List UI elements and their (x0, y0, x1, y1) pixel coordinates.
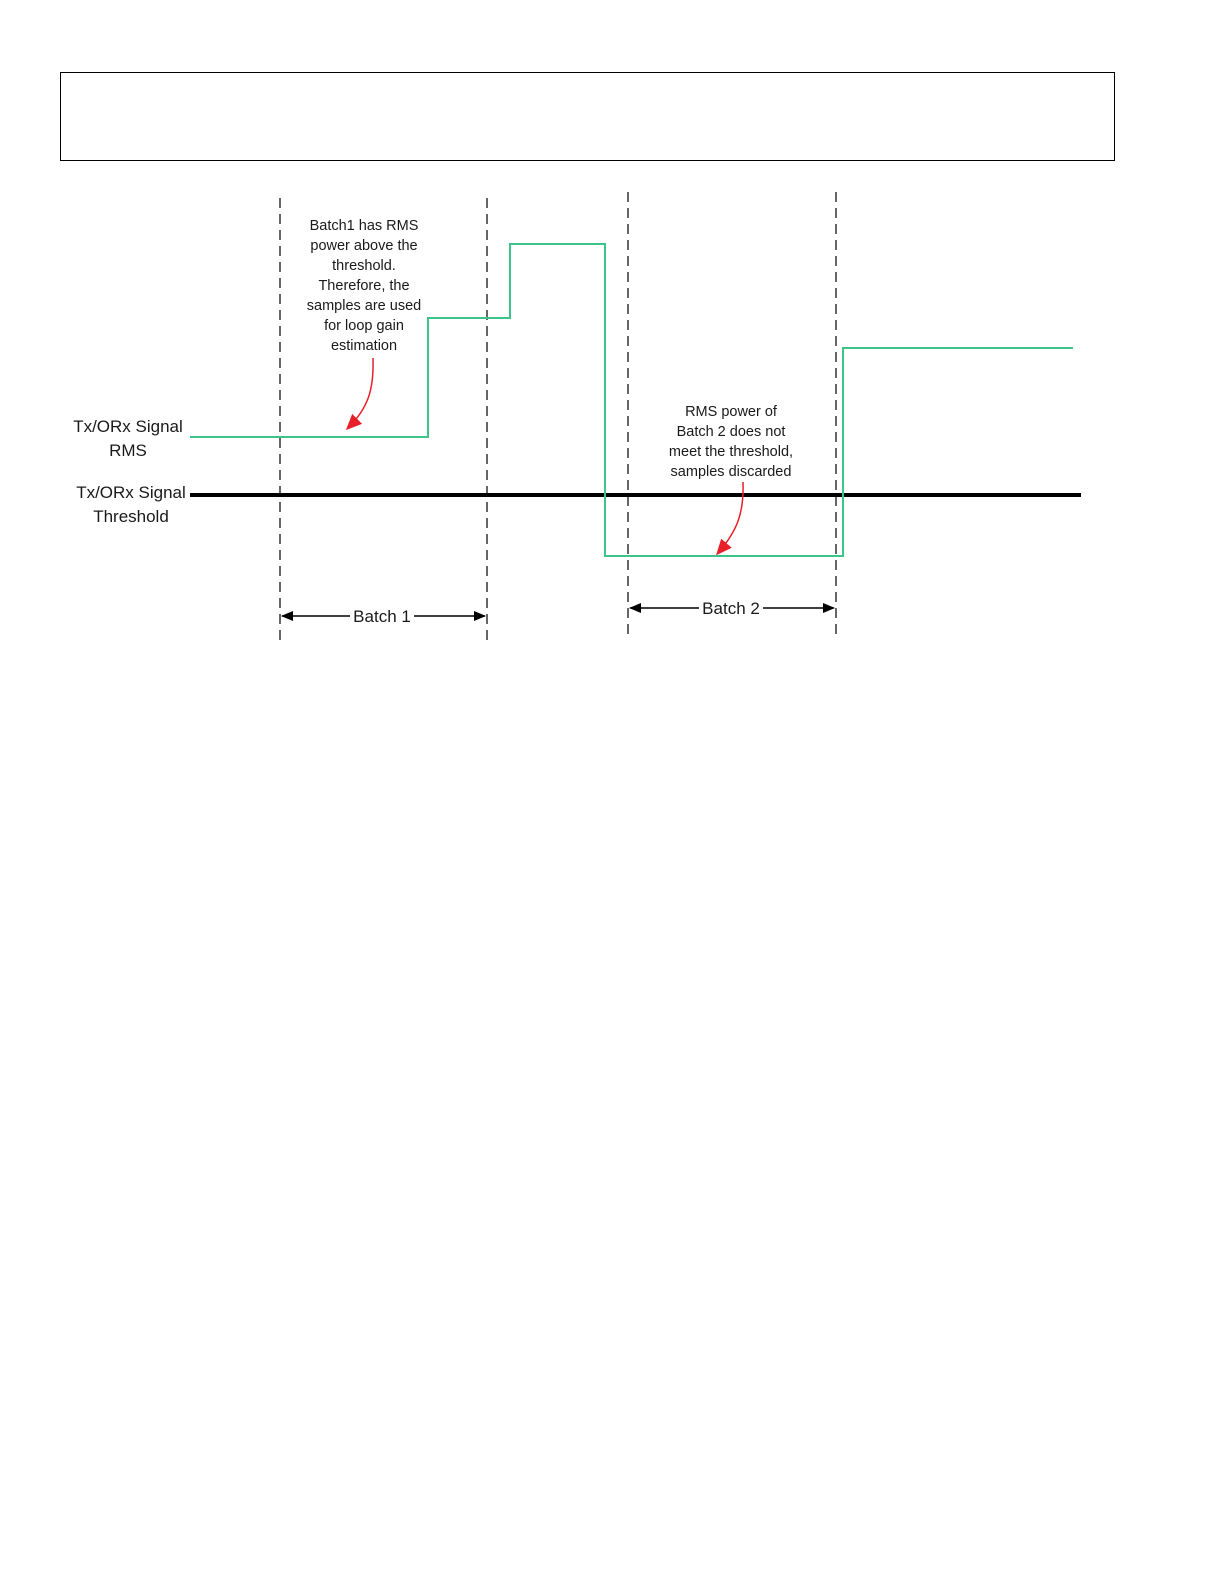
batch2-callout-arrow (718, 482, 743, 553)
batch1-note-line: Therefore, the (318, 278, 409, 294)
signal-rms-label-line1: Tx/ORx Signal (73, 417, 183, 436)
batch1-note-line: for loop gain (324, 318, 404, 334)
threshold-label-line1: Tx/ORx Signal (76, 483, 186, 502)
signal-rms-label-line2: RMS (109, 441, 147, 460)
batch2-note-line: RMS power of (685, 404, 778, 420)
batch1-note-line: power above the (310, 238, 417, 254)
batch1-note-line: Batch1 has RMS (310, 218, 419, 234)
batch2-note-line: meet the threshold, (669, 444, 793, 460)
batch2-label: Batch 2 (702, 599, 760, 618)
batch1-note-line: estimation (331, 338, 397, 354)
batch2-note-line: samples discarded (671, 464, 792, 480)
batch1-callout-arrow (348, 358, 373, 428)
batch1-note-line: samples are used (307, 298, 421, 314)
threshold-label-line2: Threshold (93, 507, 169, 526)
batch1-annotation: Batch1 has RMS power above the threshold… (307, 218, 421, 354)
batch1-note-line: threshold. (332, 258, 396, 274)
signal-threshold-diagram: Tx/ORx Signal RMS Tx/ORx Signal Threshol… (0, 0, 1224, 700)
batch1-label: Batch 1 (353, 607, 411, 626)
batch2-note-line: Batch 2 does not (677, 424, 786, 440)
batch2-annotation: RMS power of Batch 2 does not meet the t… (669, 404, 793, 480)
